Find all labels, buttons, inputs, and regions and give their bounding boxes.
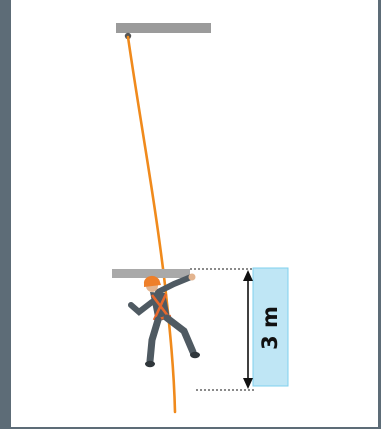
distance-label: 3 m xyxy=(258,306,282,350)
falling-worker xyxy=(131,274,200,368)
worker-hand xyxy=(189,274,196,281)
worker-left-boot xyxy=(145,361,155,367)
distance-arrow-head-top xyxy=(243,270,253,281)
worker-left-leg xyxy=(150,320,158,361)
worker-lower-arm xyxy=(131,302,152,312)
anchor-beam xyxy=(116,23,211,33)
worker-raised-arm xyxy=(158,277,191,292)
worker-right-boot xyxy=(190,352,200,358)
distance-arrow-head-bottom xyxy=(243,378,253,389)
